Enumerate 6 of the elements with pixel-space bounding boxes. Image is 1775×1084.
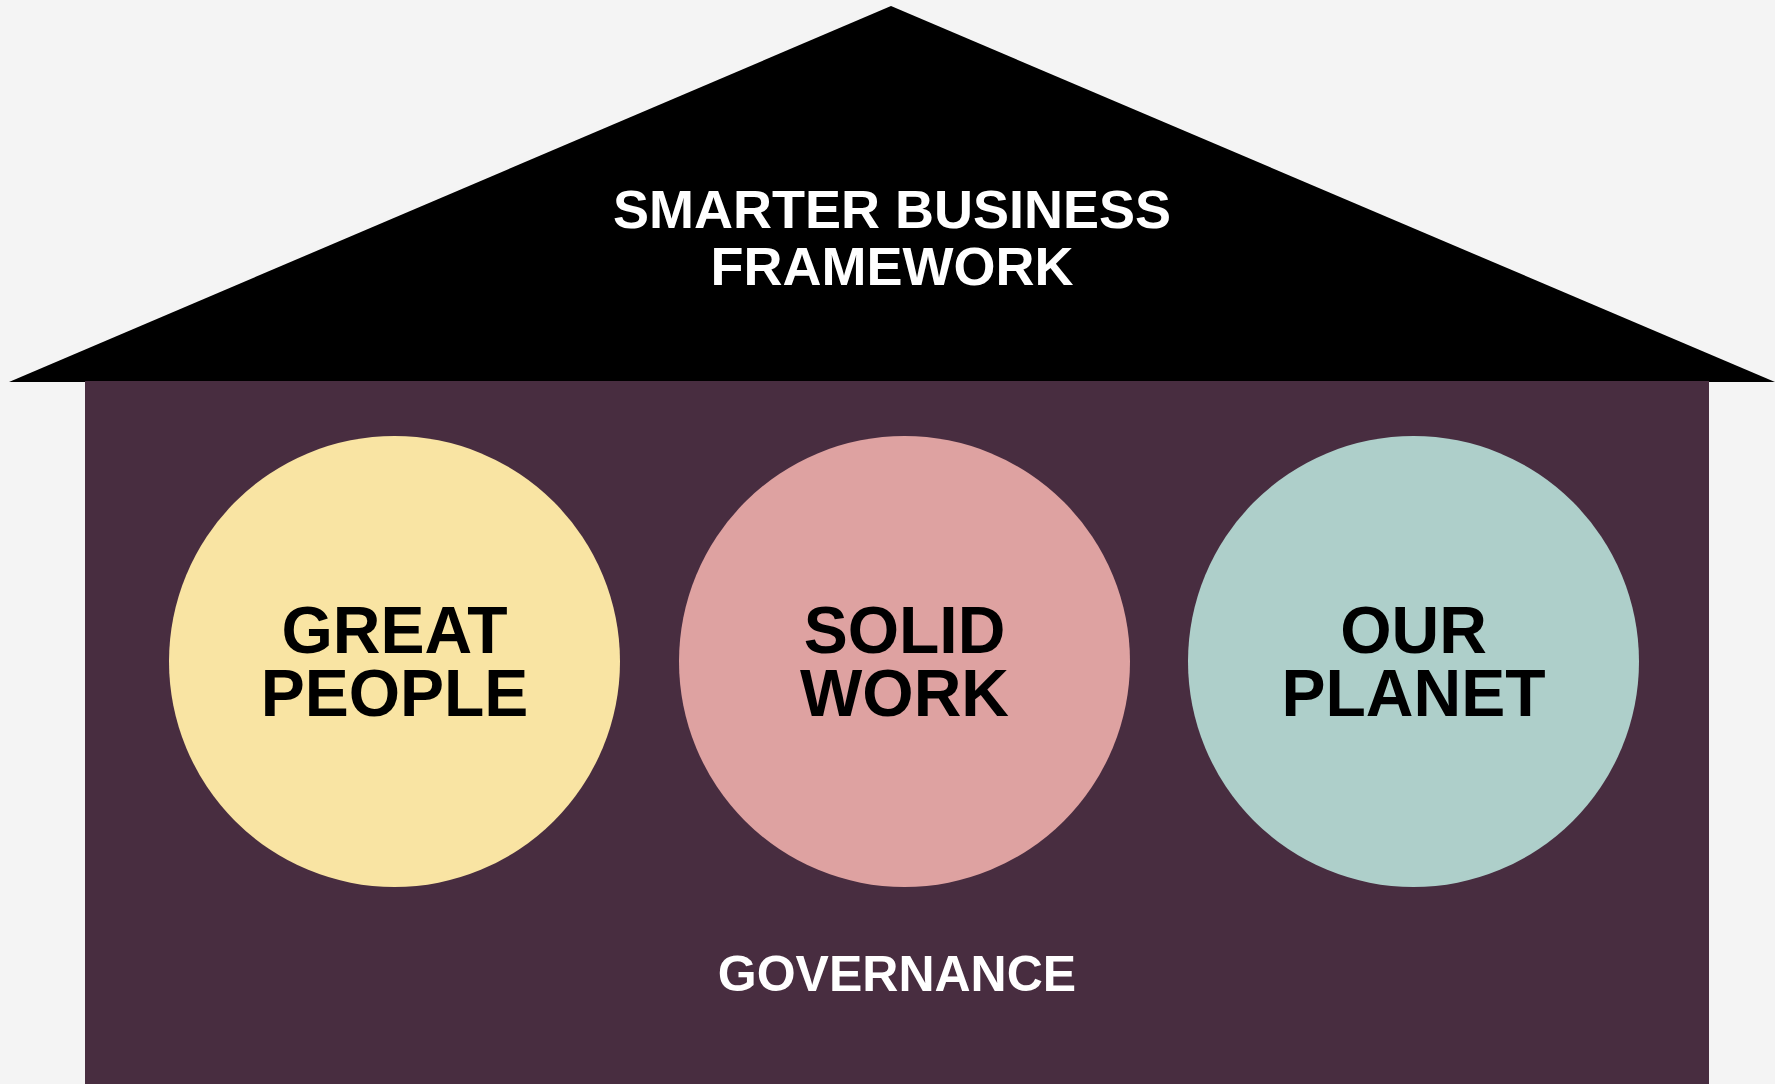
pillar-label: OUR PLANET (1280, 598, 1547, 725)
house-body (85, 381, 1709, 1084)
pillar-label: GREAT PEOPLE (259, 598, 530, 725)
governance-label: GOVERNANCE (716, 951, 1078, 999)
framework-title: SMARTER BUSINESS FRAMEWORK (611, 181, 1173, 295)
pillar-label: SOLID WORK (799, 598, 1010, 725)
